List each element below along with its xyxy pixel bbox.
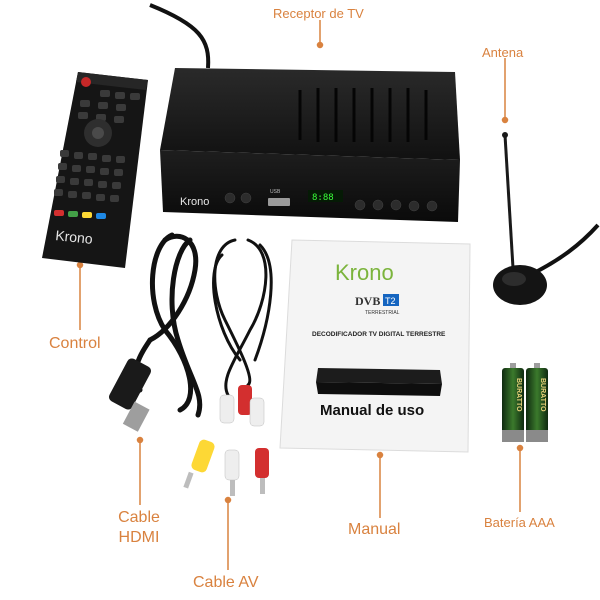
receiver-display: 8:88	[312, 193, 334, 203]
leader-lines	[76, 20, 524, 570]
manual-dvb-text: DVB	[355, 294, 380, 308]
label-cable-hdmi: Cable HDMI	[112, 508, 166, 548]
manual-terrestrial: TERRESTRIAL	[365, 310, 400, 316]
hdmi-cable	[133, 232, 203, 418]
label-control: Control	[49, 335, 101, 352]
battery-brand-left: BURATTO	[515, 378, 522, 412]
remote-control: Krono	[42, 72, 148, 268]
manual-booklet: Krono DVB T2 TERRESTRIAL DECODIFICADOR T…	[279, 239, 471, 453]
label-receptor: Receptor de TV	[273, 6, 364, 21]
label-cable-av: Cable AV	[193, 574, 259, 591]
tv-receiver: 8:88 Krono USB	[160, 68, 460, 222]
av-connectors	[183, 385, 269, 496]
receiver-usb-label: USB	[270, 189, 281, 195]
label-antena: Antena	[482, 45, 524, 60]
label-cable-hdmi-line1: Cable	[118, 509, 160, 526]
receiver-brand: Krono	[180, 196, 209, 208]
battery-brand-right: BURATTO	[539, 378, 546, 412]
hdmi-plug	[109, 358, 151, 432]
manual-subtitle: DECODIFICADOR TV DIGITAL TERRESTRE	[312, 331, 446, 338]
manual-brand: Krono	[335, 260, 394, 285]
aaa-batteries: BURATTO BURATTO	[502, 363, 548, 442]
manual-receiver-image	[316, 368, 442, 396]
manual-dvb-t2: T2	[385, 296, 396, 306]
label-cable-hdmi-line2: HDMI	[118, 529, 160, 546]
manual-title: Manual de uso	[320, 402, 424, 419]
label-manual: Manual	[348, 521, 401, 538]
remote-brand: Krono	[55, 227, 94, 247]
antenna	[493, 132, 600, 305]
receiver-power-cable	[149, 3, 211, 69]
label-bateria: Batería AAA	[484, 515, 555, 530]
av-cable	[212, 238, 273, 397]
